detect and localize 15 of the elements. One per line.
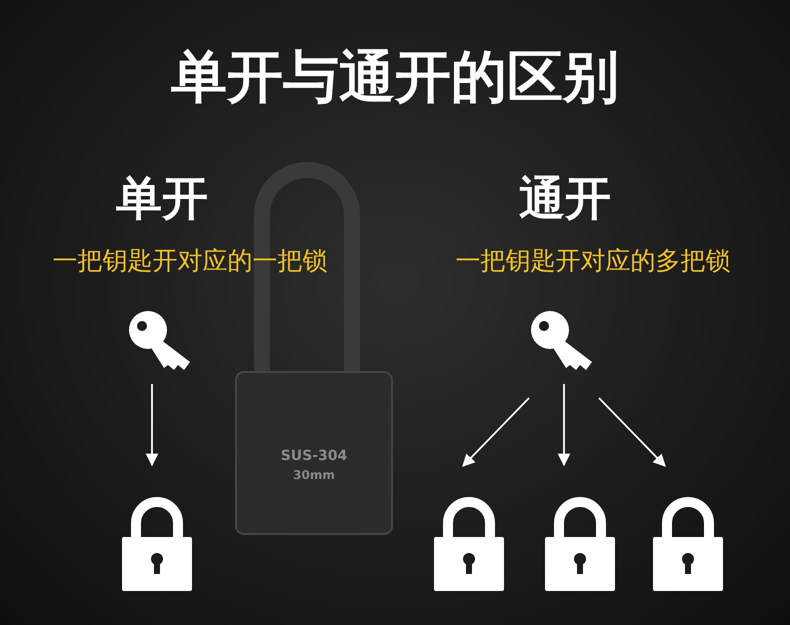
lock-icon — [653, 495, 723, 591]
section-heading: 通开 — [519, 170, 611, 227]
arrow — [598, 397, 666, 467]
lock-icon — [434, 495, 504, 591]
lock-icon — [122, 495, 192, 591]
lock-icon — [545, 495, 615, 591]
stamp-text: SUS-304 — [280, 448, 348, 464]
arrow — [146, 384, 158, 466]
title: 单开与通开的区别 — [171, 44, 619, 112]
stamp-text: 30mm — [293, 468, 335, 482]
section-heading: 单开 — [116, 170, 208, 227]
subheading: 一把钥匙开对应的一把锁 — [52, 245, 328, 277]
arrow — [462, 397, 530, 467]
subheading: 一把钥匙开对应的多把锁 — [456, 245, 730, 277]
arrow — [558, 384, 570, 466]
